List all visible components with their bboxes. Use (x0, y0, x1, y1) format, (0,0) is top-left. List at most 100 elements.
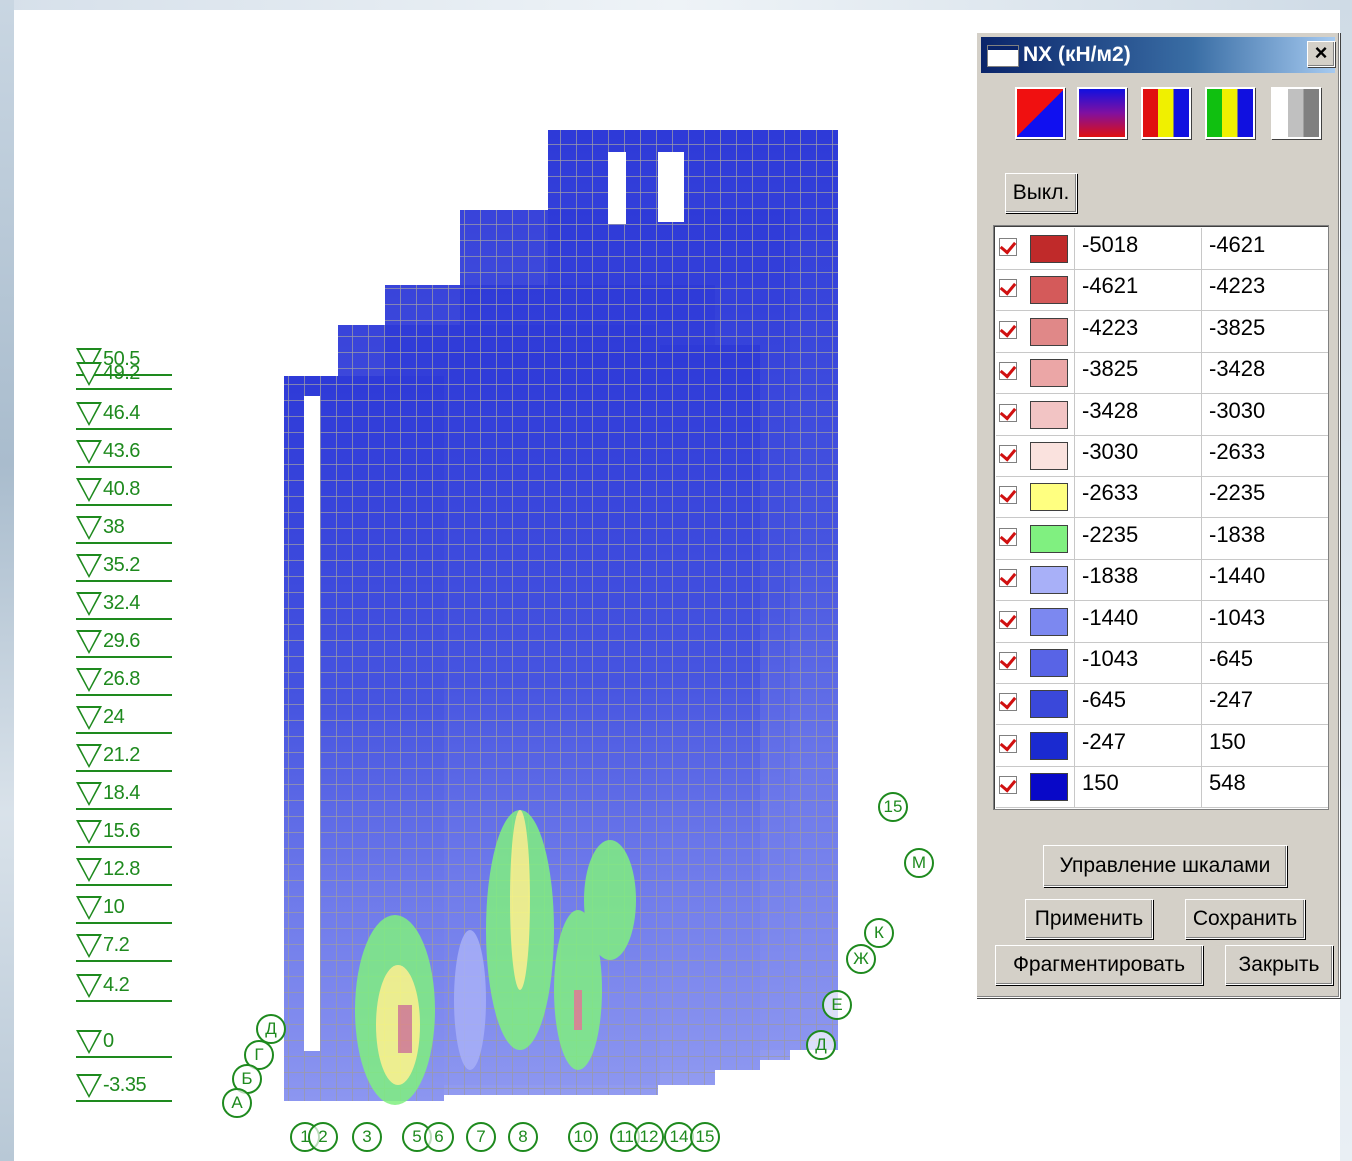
palette-green-yellow-blue-icon[interactable] (1205, 87, 1255, 139)
palette-white-gray-icon[interactable] (1271, 87, 1321, 139)
row-checkbox[interactable] (999, 445, 1017, 463)
range-to: 150 (1209, 728, 1246, 754)
scale-row[interactable]: -645-247 (996, 683, 1328, 726)
color-swatch[interactable] (1030, 400, 1068, 429)
building-model-view[interactable] (0, 0, 976, 1161)
row-checkbox[interactable] (999, 652, 1017, 670)
close-button[interactable]: Закрыть (1225, 945, 1333, 985)
axis-bubble-left: А (222, 1088, 252, 1118)
level-triangle-icon (76, 668, 102, 692)
row-checkbox[interactable] (999, 362, 1017, 381)
color-swatch[interactable] (1030, 773, 1068, 802)
color-swatch[interactable] (1030, 442, 1068, 470)
dialog-titlebar[interactable]: NX (кН/м2) (981, 37, 1335, 73)
scale-row[interactable]: -1440-1043 (996, 600, 1328, 643)
manage-scales-button[interactable]: Управление шкалами (1043, 845, 1287, 887)
color-swatch[interactable] (1030, 317, 1068, 346)
scale-row[interactable]: -5018-4621 (996, 228, 1328, 270)
row-checkbox[interactable] (999, 776, 1017, 795)
row-checkbox[interactable] (999, 569, 1017, 588)
palette-red-blue-icon[interactable] (1015, 87, 1065, 139)
color-swatch[interactable] (1030, 649, 1068, 677)
range-from: -4621 (1082, 273, 1139, 299)
level-marker: 35.2 (76, 554, 172, 582)
level-marker: 29.6 (76, 630, 172, 658)
background-right (1340, 0, 1352, 1161)
axis-bubble-right: Е (822, 990, 852, 1020)
color-swatch[interactable] (1030, 483, 1068, 512)
scale-row[interactable]: -1838-1440 (996, 559, 1328, 602)
close-icon[interactable]: × (1307, 41, 1335, 67)
column-divider (1201, 269, 1202, 312)
row-checkbox[interactable] (999, 610, 1017, 629)
level-value: 40.8 (103, 478, 140, 500)
range-from: -3030 (1082, 439, 1139, 464)
range-to: -2235 (1209, 480, 1266, 506)
range-to: -4223 (1209, 273, 1266, 299)
scale-row[interactable]: -3030-2633 (996, 435, 1328, 477)
level-marker: 7.2 (76, 934, 172, 962)
column-divider (1201, 766, 1202, 809)
scale-row[interactable]: -3428-3030 (996, 393, 1328, 436)
level-marker: 40.8 (76, 478, 172, 506)
axis-bubble-bottom: 15 (690, 1122, 720, 1152)
axis-bubble-bottom: 12 (634, 1122, 664, 1152)
level-marker: 21.2 (76, 744, 172, 772)
save-button[interactable]: Сохранить (1185, 899, 1305, 939)
column-divider (1201, 228, 1202, 270)
color-swatch[interactable] (1030, 235, 1068, 263)
axis-bubble-bottom: 8 (508, 1122, 538, 1152)
level-value: 4.2 (103, 974, 130, 996)
color-swatch[interactable] (1030, 566, 1068, 595)
row-checkbox[interactable] (999, 403, 1017, 422)
column-divider (1074, 683, 1075, 726)
level-marker: 18.4 (76, 782, 172, 810)
scale-list-scrollbar[interactable] (993, 809, 1329, 830)
row-checkbox[interactable] (999, 279, 1017, 298)
color-swatch[interactable] (1030, 731, 1068, 760)
range-to: -645 (1209, 646, 1254, 671)
level-marker: 4.2 (76, 974, 172, 1002)
level-marker: 38 (76, 516, 172, 544)
axis-bubble-bottom: 14 (664, 1122, 694, 1152)
scale-row[interactable]: -1043-645 (996, 642, 1328, 684)
color-swatch[interactable] (1030, 276, 1068, 305)
scale-row[interactable]: -4223-3825 (996, 310, 1328, 353)
row-checkbox[interactable] (999, 527, 1017, 546)
range-from: -247 (1082, 728, 1127, 754)
scale-row[interactable]: -2633-2235 (996, 476, 1328, 519)
column-divider (1074, 352, 1075, 395)
range-to: -1043 (1209, 604, 1266, 630)
fragment-button[interactable]: Фрагментировать (995, 945, 1203, 985)
level-triangle-icon (76, 782, 102, 806)
row-checkbox[interactable] (999, 486, 1017, 505)
background-top (0, 0, 1352, 10)
row-checkbox[interactable] (999, 734, 1017, 753)
row-checkbox[interactable] (999, 320, 1017, 339)
color-swatch[interactable] (1030, 607, 1068, 636)
level-triangle-icon (76, 440, 102, 464)
scale-row[interactable]: -2235-1838 (996, 517, 1328, 560)
scale-row[interactable]: -3825-3428 (996, 352, 1328, 395)
level-triangle-icon (76, 896, 102, 920)
scale-row[interactable]: -4621 -4223 (996, 269, 1328, 312)
apply-button[interactable]: Применить (1025, 899, 1153, 939)
scale-list[interactable]: -5018-4621 -4621 -4223 -4223-3825-3825-3428… (993, 225, 1329, 829)
color-swatch[interactable] (1030, 524, 1068, 553)
scale-row[interactable]: -247 150 (996, 724, 1328, 767)
column-divider (1074, 310, 1075, 353)
row-checkbox[interactable] (999, 238, 1017, 256)
axis-bubble-left: Д (256, 1014, 286, 1044)
palette-red-yellow-blue-icon[interactable] (1141, 87, 1191, 139)
row-checkbox[interactable] (999, 693, 1017, 712)
level-marker: -3.35 (76, 1074, 172, 1102)
range-to: -3030 (1209, 397, 1266, 423)
color-swatch[interactable] (1030, 690, 1068, 719)
window-icon (987, 45, 1019, 67)
off-button[interactable]: Выкл. (1005, 173, 1077, 213)
color-swatch[interactable] (1030, 359, 1068, 388)
palette-blue-red-icon[interactable] (1077, 87, 1127, 139)
range-to: -1440 (1209, 563, 1266, 589)
range-to: -3428 (1209, 356, 1266, 382)
